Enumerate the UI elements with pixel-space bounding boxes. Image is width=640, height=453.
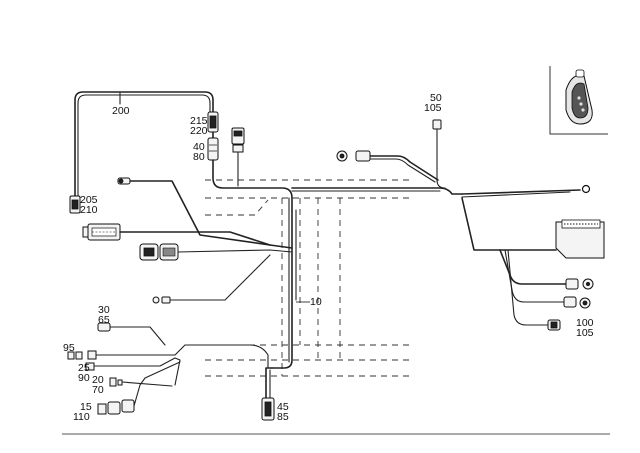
label-10: 10 [310,296,322,308]
label-20: 20 [92,374,104,386]
connector-45-85 [261,367,275,421]
connector-205-210 [69,195,81,214]
label-15: 15 [80,401,92,413]
label-95: 95 [63,342,75,354]
label-85: 85 [277,411,289,423]
harness-200 [74,91,214,197]
label-110: 110 [73,411,90,423]
connector-top-center [231,127,245,153]
dashed-frames [205,179,410,377]
label-65: 65 [98,314,110,326]
ring-terminal-right [581,184,591,194]
label-80: 80 [193,151,205,163]
label-215: 215 [190,115,208,127]
label-50: 50 [430,92,442,104]
label-200: 200 [112,105,130,117]
label-100: 100 [576,317,594,329]
connector-40-80 [207,137,219,161]
label-90: 90 [78,372,90,384]
label-210: 210 [80,204,98,216]
label-30: 30 [98,304,110,316]
key-fob-inset [549,66,608,135]
label-70: 70 [92,384,104,396]
part-labels: 200 215 220 40 80 50 105 205 210 10 30 6… [63,92,594,423]
right-branches [499,249,594,331]
label-45: 45 [277,401,289,413]
label-25: 25 [78,362,90,374]
main-harness [212,151,581,369]
label-105-right: 105 [576,327,594,339]
round-connector-upper [336,150,439,183]
left-connectors [67,177,293,415]
label-220: 220 [190,125,208,137]
label-205: 205 [80,194,98,206]
label-40: 40 [193,141,205,153]
control-unit [461,197,605,259]
label-105-top: 105 [424,102,442,114]
